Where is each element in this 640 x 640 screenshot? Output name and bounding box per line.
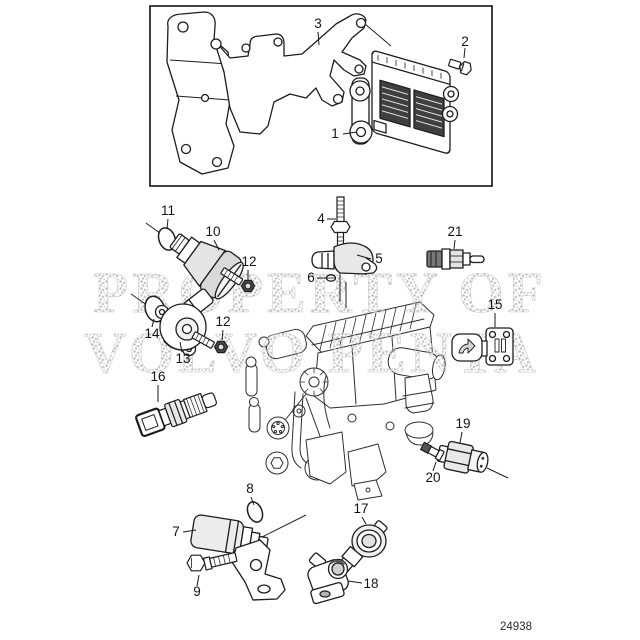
part-9-bolt bbox=[186, 552, 238, 572]
part-16-temp-sensor bbox=[135, 392, 217, 438]
callout-20-label: 20 bbox=[425, 470, 440, 485]
part-1-ecu bbox=[349, 50, 460, 154]
part-12-bolt-b bbox=[191, 331, 229, 354]
part-19-oil-pressure-sensor bbox=[436, 440, 489, 474]
callout-21-label: 21 bbox=[447, 224, 462, 239]
callout-8-label: 8 bbox=[246, 481, 254, 496]
part-20-fitting bbox=[420, 441, 445, 461]
part-5-cam-sensor bbox=[311, 242, 378, 275]
callout-3-label: 3 bbox=[314, 16, 322, 31]
part-18-elbow-connector bbox=[307, 552, 349, 605]
part-8-oring bbox=[246, 501, 264, 523]
callout-14-label: 14 bbox=[144, 326, 160, 341]
part-6-clip bbox=[325, 274, 337, 282]
part-4-stud bbox=[330, 196, 351, 249]
callout-4-label: 4 bbox=[317, 211, 325, 226]
callout-7-label: 7 bbox=[172, 524, 180, 539]
part-2-bolt bbox=[448, 58, 472, 76]
part-10-sensor bbox=[169, 233, 244, 300]
callout-1-label: 1 bbox=[331, 126, 339, 141]
leader-lines bbox=[151, 31, 496, 587]
callout-labels: 1 2 3 4 5 6 7 8 9 10 11 12 12 13 14 15 1… bbox=[144, 16, 502, 599]
callout-12b-label: 12 bbox=[215, 314, 230, 329]
callout-10-label: 10 bbox=[205, 224, 220, 239]
callout-17-label: 17 bbox=[353, 501, 368, 516]
callout-12a-label: 12 bbox=[241, 254, 256, 269]
callout-5-label: 5 bbox=[375, 251, 383, 266]
part-15-sensor-bracket bbox=[451, 327, 514, 366]
callout-13-label: 13 bbox=[175, 351, 190, 366]
callout-6-label: 6 bbox=[307, 270, 315, 285]
callout-16-label: 16 bbox=[150, 369, 165, 384]
callout-9-label: 9 bbox=[193, 584, 201, 599]
part-21-temp-sensor bbox=[426, 248, 485, 270]
callout-19-label: 19 bbox=[455, 416, 470, 431]
part-12-bolt-a bbox=[220, 267, 256, 293]
callout-11-label: 11 bbox=[161, 203, 175, 218]
part-7-crank-sensor bbox=[190, 514, 286, 601]
callout-2-label: 2 bbox=[461, 34, 469, 49]
engine-assembly bbox=[245, 301, 446, 501]
top-box bbox=[149, 5, 493, 187]
drawing-number: 24938 bbox=[500, 621, 532, 633]
callout-15-label: 15 bbox=[487, 297, 502, 312]
callout-18-label: 18 bbox=[363, 576, 378, 591]
part-3-bracket bbox=[166, 11, 367, 175]
